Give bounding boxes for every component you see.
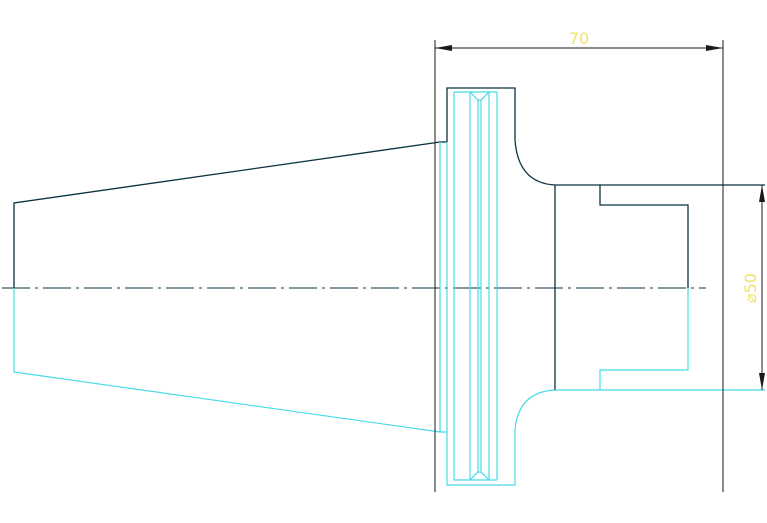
flange-top-outline	[446, 87, 516, 142]
length-dimension: 70	[434, 29, 724, 492]
length-arrow-left	[435, 45, 452, 51]
length-label: 70	[569, 29, 589, 48]
taper-upper-outline	[13, 141, 447, 288]
lower-fillet	[514, 389, 556, 431]
bore-lower-outline	[599, 288, 689, 390]
diameter-label: ⌀50	[741, 273, 760, 303]
v-groove-top	[469, 91, 490, 101]
v-groove-bottom	[469, 471, 490, 481]
diameter-arrow-top	[759, 185, 765, 202]
front-body	[554, 184, 765, 391]
diameter-arrow-bottom	[759, 373, 765, 390]
diameter-dimension: ⌀50	[741, 185, 765, 390]
length-arrow-right	[706, 45, 723, 51]
flange	[446, 87, 556, 486]
upper-fillet	[514, 139, 556, 186]
bore-upper-outline	[599, 185, 689, 288]
taper-shank	[13, 141, 447, 433]
flange-outline	[446, 142, 516, 486]
taper-lower-outline	[13, 288, 447, 433]
